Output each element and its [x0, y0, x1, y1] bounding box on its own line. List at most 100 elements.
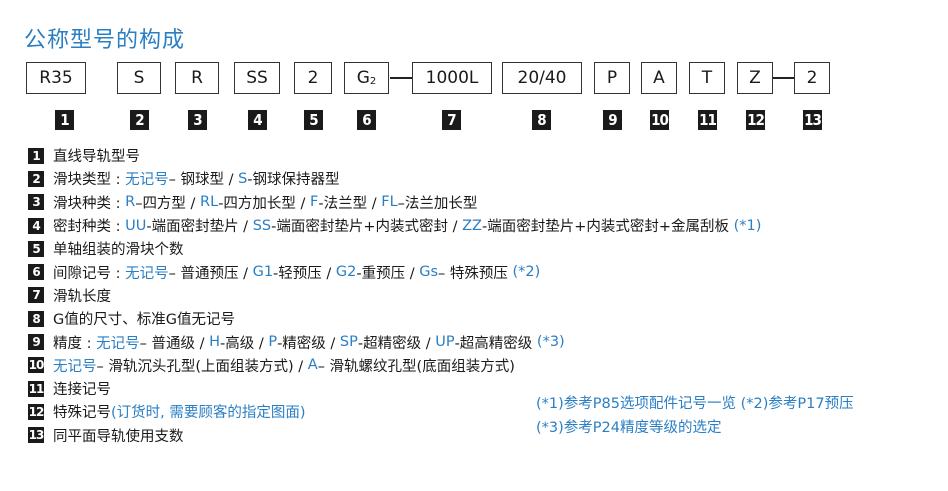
note-line-2: (*3)参考P24精度等级的选定: [536, 420, 722, 436]
legend-item-1: 1 直线导轨型号: [28, 144, 761, 167]
legend-text: -端面密封垫片+内装式密封 /: [271, 219, 463, 236]
legend-text: -精密级 /: [277, 335, 340, 352]
legend-text: RL: [200, 194, 219, 211]
legend-text: (*3): [536, 334, 565, 351]
legend-text: G2: [335, 264, 357, 281]
legend-item-5: 5 单轴组装的滑块个数: [28, 237, 761, 260]
position-number-1: 1: [55, 110, 74, 130]
legend-text: SP: [339, 334, 358, 351]
legend-text: – 钢球型 /: [168, 172, 239, 189]
legend-text: FL: [381, 194, 398, 211]
code-box-text: SS: [246, 68, 268, 88]
code-box-text: S: [133, 68, 145, 88]
code-box-2: S: [117, 62, 161, 94]
legend-text: – 滑轨螺纹孔型(底面组装方式): [317, 358, 515, 375]
legend-number-badge: 4: [28, 217, 44, 234]
position-number-13: 13: [803, 110, 822, 130]
legend-text: 滑块种类 :: [53, 195, 126, 212]
legend-text: Gs: [419, 264, 438, 281]
legend-text: 特殊记号: [53, 405, 111, 422]
legend-number-badge: 9: [28, 334, 44, 351]
position-number-7: 7: [442, 110, 461, 130]
legend-item-10: 10 无记号– 滑轨沉头孔型(上面组装方式) / A– 滑轨螺纹孔型(底面组装方式…: [28, 354, 761, 377]
legend-text: 无记号: [125, 172, 169, 189]
legend-text: – 滑轨沉头孔型(上面组装方式) /: [96, 358, 308, 375]
code-box-text: T: [701, 68, 713, 88]
code-box-13: 2: [794, 62, 830, 94]
code-box-10: A: [641, 62, 677, 94]
legend-text: SS: [252, 217, 272, 234]
code-box-3: R: [175, 62, 219, 94]
position-number-2: 2: [130, 110, 149, 130]
legend-text: -超高精密级: [454, 335, 537, 352]
legend-number-badge: 2: [28, 170, 44, 187]
position-number-12: 12: [746, 110, 765, 130]
legend-number-badge: 1: [28, 147, 44, 164]
connector-dash: [773, 77, 794, 79]
legend-text: 精度 :: [53, 335, 97, 352]
legend-text: 无记号: [96, 335, 140, 352]
legend-text: (*1): [733, 217, 762, 234]
legend-text: H: [209, 334, 220, 351]
position-number-10: 10: [650, 110, 669, 130]
code-box-8: 20/40: [502, 62, 582, 94]
legend-number-badge: 7: [28, 287, 44, 304]
code-box-5: 2: [294, 62, 332, 94]
legend-text: UU: [125, 217, 147, 234]
legend-text: R: [125, 194, 136, 211]
legend-item-9: 9 精度 : 无记号– 普通级 / H-高级 / P-精密级 / SP-超精密级 …: [28, 330, 761, 353]
page-title: 公称型号的构成: [24, 28, 186, 53]
legend-text: -钢球保持器型: [247, 172, 340, 189]
legend-item-4: 4 密封种类 : UU-端面密封垫片 / SS-端面密封垫片+内装式密封 / ZZ…: [28, 214, 761, 237]
legend-number-badge: 8: [28, 310, 44, 327]
legend-text: ZZ: [462, 217, 482, 234]
note-line-1: (*1)参考P85选项配件记号一览 (*2)参考P17预压: [536, 396, 854, 412]
position-number-3: 3: [188, 110, 207, 130]
position-number-6: 6: [357, 110, 376, 130]
legend-text: – 普通预压 /: [168, 265, 253, 282]
legend-text: -端面密封垫片+内装式密封+金属刮板: [481, 219, 734, 236]
legend-text: -高级 /: [219, 335, 269, 352]
legend-text: –四方型 /: [135, 195, 201, 212]
legend-number-badge: 5: [28, 240, 44, 257]
legend-text: 无记号: [125, 265, 169, 282]
legend-text: -超精密级 /: [357, 335, 436, 352]
legend-text: -法兰型 /: [318, 195, 382, 212]
legend-text: 同平面导轨使用支数: [53, 428, 184, 445]
legend-text: 滑块类型 :: [53, 172, 126, 189]
legend-text: -端面密封垫片 /: [146, 219, 253, 236]
code-box-1: R35: [26, 62, 86, 94]
code-box-11: T: [689, 62, 725, 94]
legend-text: -重预压 /: [356, 265, 420, 282]
legend-text: P: [268, 334, 278, 351]
legend-text: G值的尺寸、标准G值无记号: [53, 312, 235, 329]
legend-text: G1: [252, 264, 274, 281]
legend-text: UP: [435, 334, 455, 351]
legend-text: A: [307, 357, 318, 374]
code-box-subscript: 2: [369, 75, 377, 87]
connector-dash: [390, 77, 412, 79]
legend-text: -轻预压 /: [273, 265, 336, 282]
legend-text: 无记号: [53, 358, 97, 375]
legend-text: 密封种类 :: [53, 219, 126, 236]
legend-text: – 普通级 /: [139, 335, 210, 352]
code-box-text: P: [606, 68, 618, 88]
position-number-11: 11: [698, 110, 717, 130]
legend-number-badge: 11: [28, 380, 44, 397]
legend-number-badge: 6: [28, 264, 44, 281]
code-box-9: P: [594, 62, 630, 94]
code-box-text: 2: [307, 68, 319, 88]
code-box-text: A: [653, 68, 665, 88]
code-box-text: 20/40: [517, 68, 567, 88]
legend-text: 单轴组装的滑块个数: [53, 242, 184, 259]
legend-text: 直线导轨型号: [53, 149, 140, 166]
legend-number-badge: 10: [28, 357, 44, 374]
